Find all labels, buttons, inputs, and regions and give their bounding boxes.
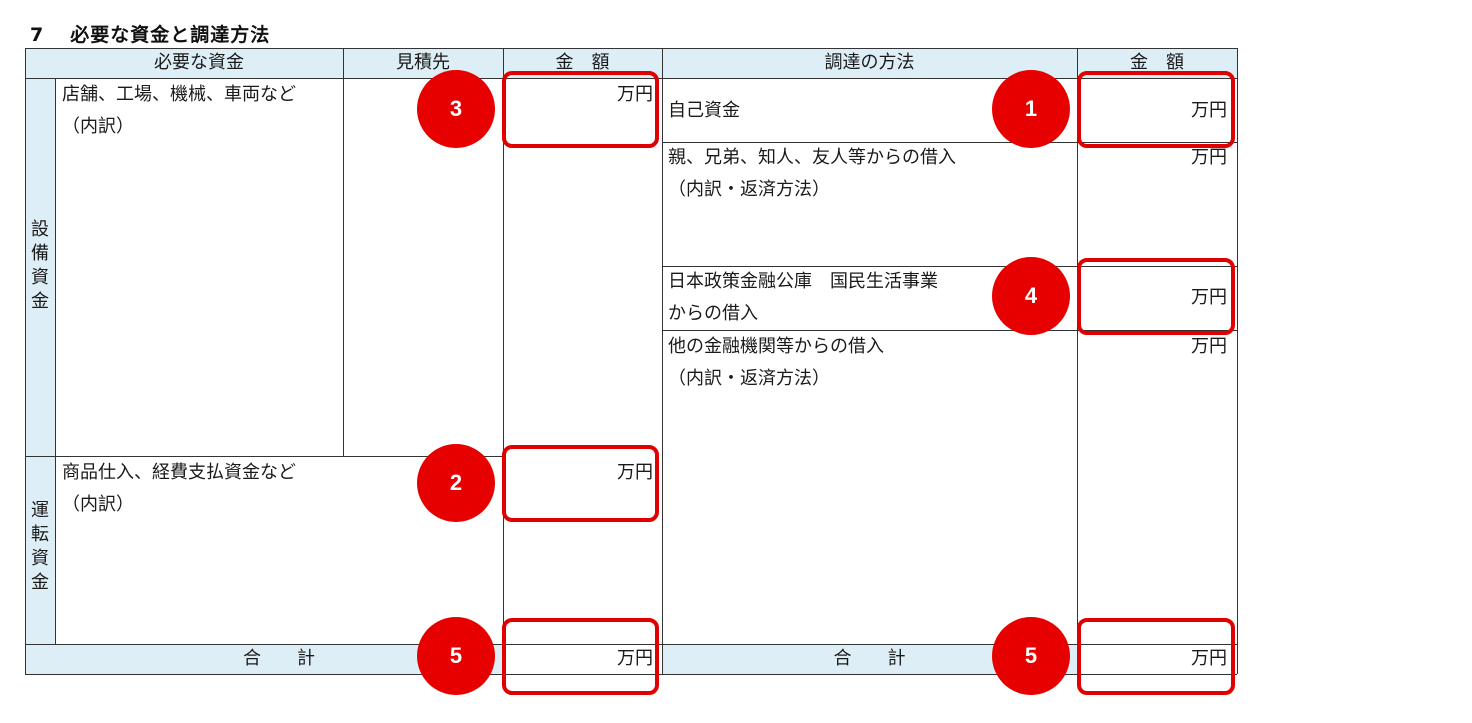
working-amount-unit: 万円 bbox=[617, 462, 653, 483]
highlight-equipment-amount bbox=[502, 71, 659, 148]
equipment-amount-unit: 万円 bbox=[617, 84, 653, 105]
left-total-amount-unit: 万円 bbox=[617, 648, 653, 669]
step-badge-1: 1 bbox=[992, 70, 1070, 148]
left-total-label: 合 計 bbox=[243, 648, 315, 669]
right-total-amount-unit: 万円 bbox=[1191, 648, 1227, 669]
equipment-funds-label: 店舗、工場、機械、車両など bbox=[62, 84, 296, 105]
header-amount-left: 金 額 bbox=[555, 52, 610, 73]
section-number: 7 bbox=[30, 24, 45, 46]
jfc-loan-amount-unit: 万円 bbox=[1191, 287, 1227, 308]
jfc-loan-label-line1: 日本政策金融公庫 国民生活事業 bbox=[668, 271, 938, 292]
other-loans-label: 他の金融機関等からの借入 bbox=[668, 336, 884, 357]
family-loans-breakdown: （内訳・返済方法） bbox=[668, 179, 830, 200]
step-badge-2: 2 bbox=[417, 444, 495, 522]
highlight-right-total-amount bbox=[1077, 618, 1235, 695]
working-funds-category: 運転資金 bbox=[31, 500, 49, 593]
other-loans-amount-unit: 万円 bbox=[1191, 336, 1227, 357]
family-loans-label: 親、兄弟、知人、友人等からの借入 bbox=[668, 147, 956, 168]
header-procurement-method: 調達の方法 bbox=[824, 52, 915, 73]
header-quote-source: 見積先 bbox=[396, 52, 450, 73]
category-column bbox=[25, 78, 55, 644]
step-badge-3: 3 bbox=[417, 70, 495, 148]
equipment-funds-breakdown: （内訳） bbox=[62, 116, 134, 137]
section-title: 7 必要な資金と調達方法 bbox=[30, 20, 270, 47]
step-badge-4: 4 bbox=[992, 257, 1070, 335]
step-badge-5-left: 5 bbox=[417, 617, 495, 695]
section-title-text: 必要な資金と調達方法 bbox=[70, 24, 271, 46]
step-badge-5-right: 5 bbox=[992, 617, 1070, 695]
working-funds-breakdown: （内訳） bbox=[62, 494, 134, 515]
highlight-jfc-loan-amount bbox=[1077, 258, 1235, 335]
equipment-funds-category: 設備資金 bbox=[31, 219, 49, 312]
highlight-own-funds-amount bbox=[1077, 71, 1235, 148]
header-amount-right: 金 額 bbox=[1130, 52, 1184, 73]
highlight-left-total-amount bbox=[502, 618, 659, 695]
highlight-working-amount bbox=[502, 445, 659, 522]
own-funds-label: 自己資金 bbox=[668, 100, 740, 121]
family-loans-amount-unit: 万円 bbox=[1191, 147, 1227, 168]
jfc-loan-label-line2: からの借入 bbox=[668, 303, 758, 324]
working-funds-label: 商品仕入、経費支払資金など bbox=[62, 462, 296, 483]
own-funds-amount-unit: 万円 bbox=[1191, 100, 1227, 121]
header-needed-funds: 必要な資金 bbox=[154, 52, 244, 73]
right-total-label: 合 計 bbox=[833, 648, 906, 669]
other-loans-breakdown: （内訳・返済方法） bbox=[668, 368, 830, 389]
